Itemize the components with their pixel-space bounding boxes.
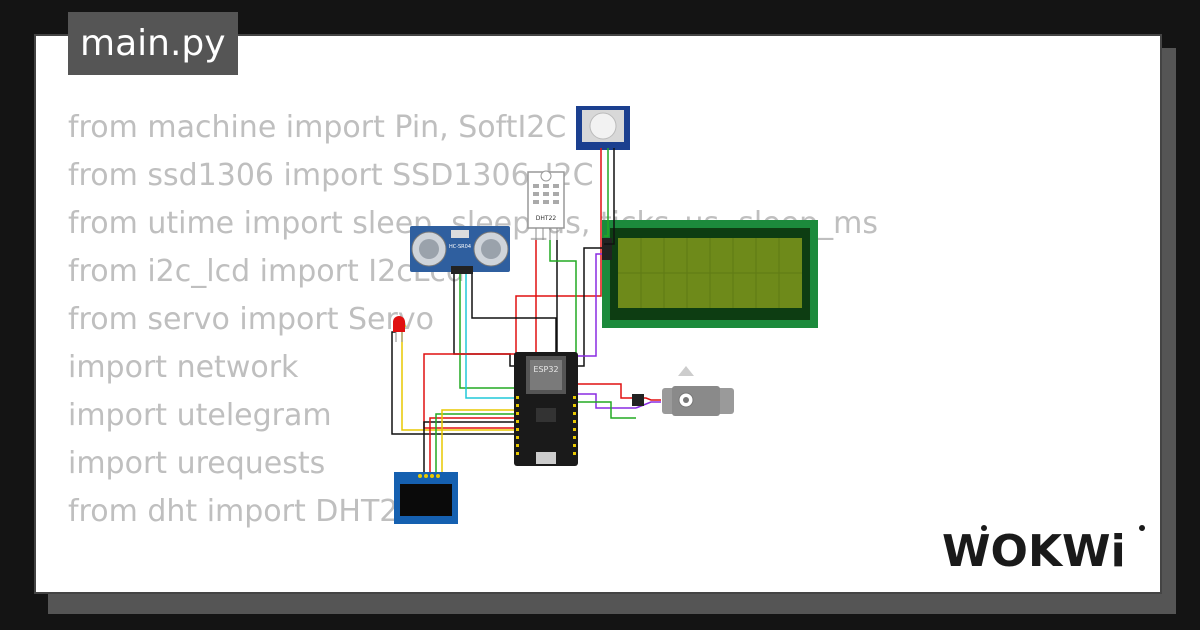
code-line: from i2c_lcd import I2cLcd: [68, 254, 465, 289]
dht22-sensor: DHT22: [527, 170, 565, 240]
file-tab[interactable]: main.py: [68, 12, 238, 75]
dht22-label: DHT22: [536, 215, 557, 222]
code-preview: from machine import Pin, SoftI2C from ssd…: [68, 104, 878, 536]
wire-group: [391, 148, 661, 476]
code-line: from utime import sleep, sleep_us, ticks…: [68, 206, 878, 241]
pir-sensor: [576, 106, 630, 150]
preview-card: from machine import Pin, SoftI2C from ssd…: [34, 34, 1162, 594]
esp32-label: ESP32: [533, 365, 558, 374]
red-led: [393, 316, 405, 342]
code-line: import utelegram: [68, 398, 332, 433]
code-line: import urequests: [68, 446, 326, 481]
servo-motor: [632, 366, 734, 416]
esp32-board: ESP32: [514, 352, 578, 466]
ultrasonic-sensor: HC-SR04: [410, 226, 510, 274]
ultrasonic-label: HC-SR04: [449, 244, 471, 250]
code-line: from ssd1306 import SSD1306_I2C: [68, 158, 594, 193]
wokwi-logo: WOKWi: [942, 525, 1145, 574]
code-line: import network: [68, 350, 299, 385]
logo-text: WOKWi: [942, 526, 1126, 574]
circuit-diagram: DHT22 HC-SR04: [391, 106, 818, 524]
code-line: from machine import Pin, SoftI2C: [68, 110, 567, 145]
code-line: from servo import Servo: [68, 302, 434, 337]
oled-display: [394, 472, 458, 524]
lcd-display: [602, 220, 818, 328]
